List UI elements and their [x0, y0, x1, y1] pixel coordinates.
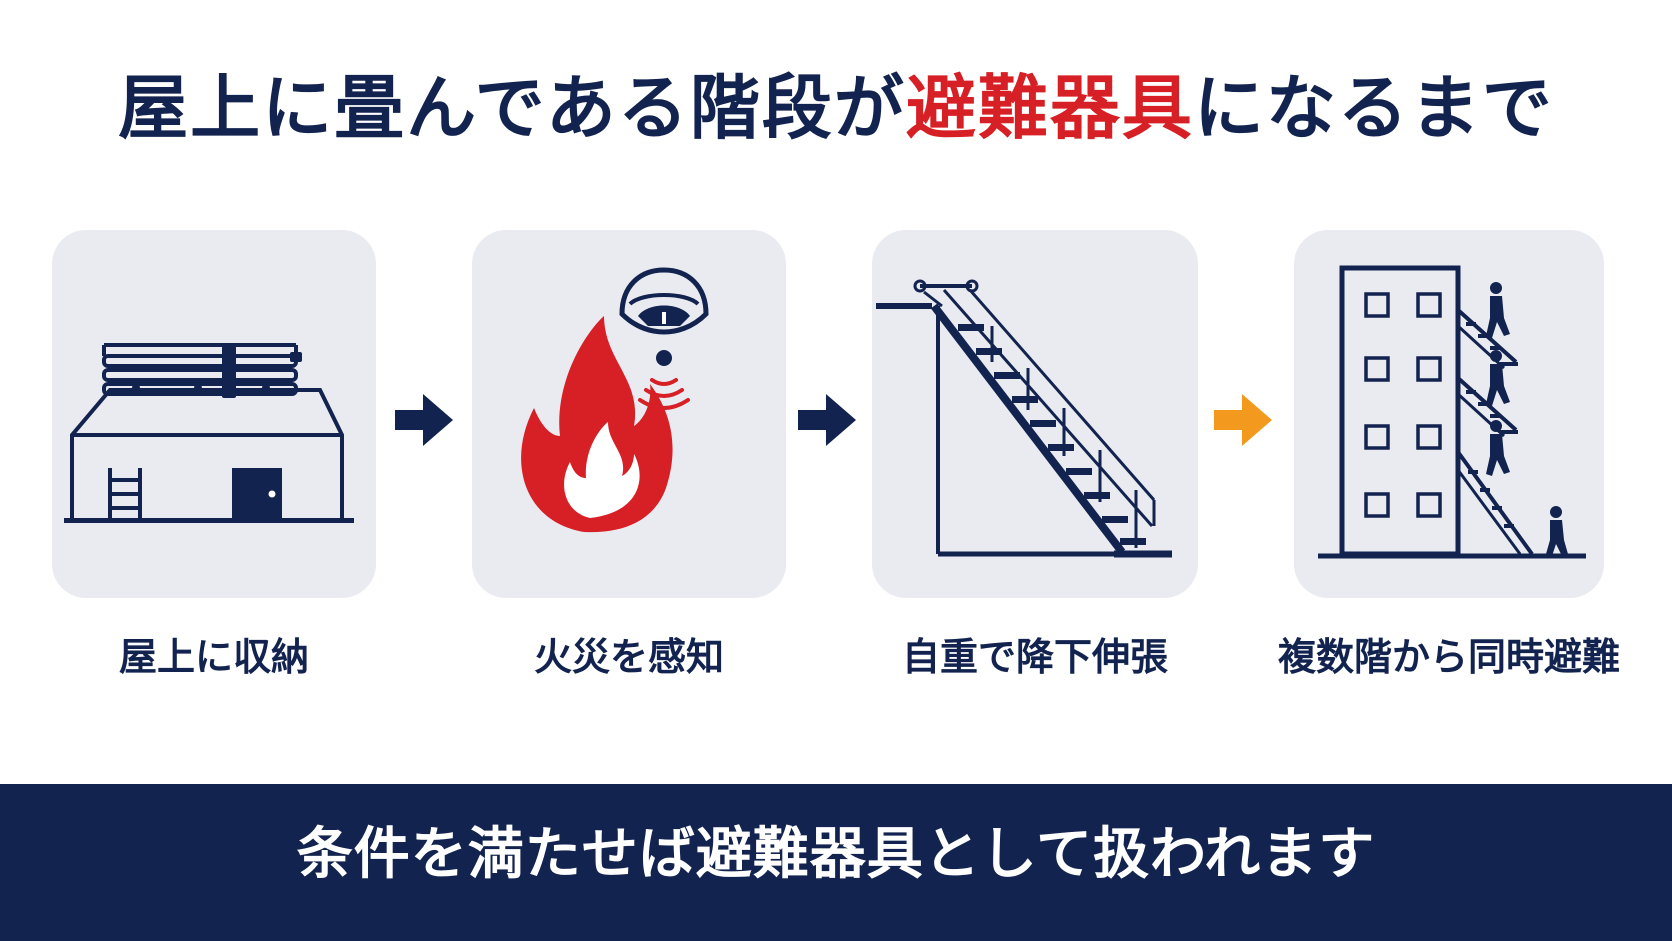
building-evacuation-icon — [1318, 265, 1586, 559]
arrow-right-icon — [1214, 394, 1272, 446]
step-card-evacuation — [1294, 230, 1604, 598]
arrow-right-icon — [395, 394, 453, 446]
title-prefix: 屋上に畳んである階段が — [118, 67, 906, 149]
folded-stairs-on-roof-icon — [64, 343, 354, 523]
step-card-detection — [472, 230, 786, 598]
title-suffix: になるまで — [1193, 67, 1554, 149]
step-label-extension: 自重で降下伸張 — [901, 635, 1168, 679]
step-label-storage: 屋上に収納 — [118, 635, 309, 679]
arrow-right-icon — [798, 394, 856, 446]
page-title: 屋上に畳んである階段が避難器具になるまで — [0, 52, 1672, 153]
footer-banner: 条件を満たせば避難器具として扱われます — [0, 784, 1672, 941]
step-card-extension — [872, 230, 1198, 598]
step-card-storage — [52, 230, 376, 598]
title-highlight: 避難器具 — [905, 67, 1194, 149]
step-label-detection: 火災を感知 — [533, 635, 724, 679]
extended-stairs-icon — [876, 279, 1172, 558]
footer-text: 条件を満たせば避難器具として扱われます — [296, 822, 1376, 887]
fire-and-smoke-detector-icon — [521, 267, 709, 533]
step-label-evacuation: 複数階から同時避難 — [1277, 635, 1620, 679]
